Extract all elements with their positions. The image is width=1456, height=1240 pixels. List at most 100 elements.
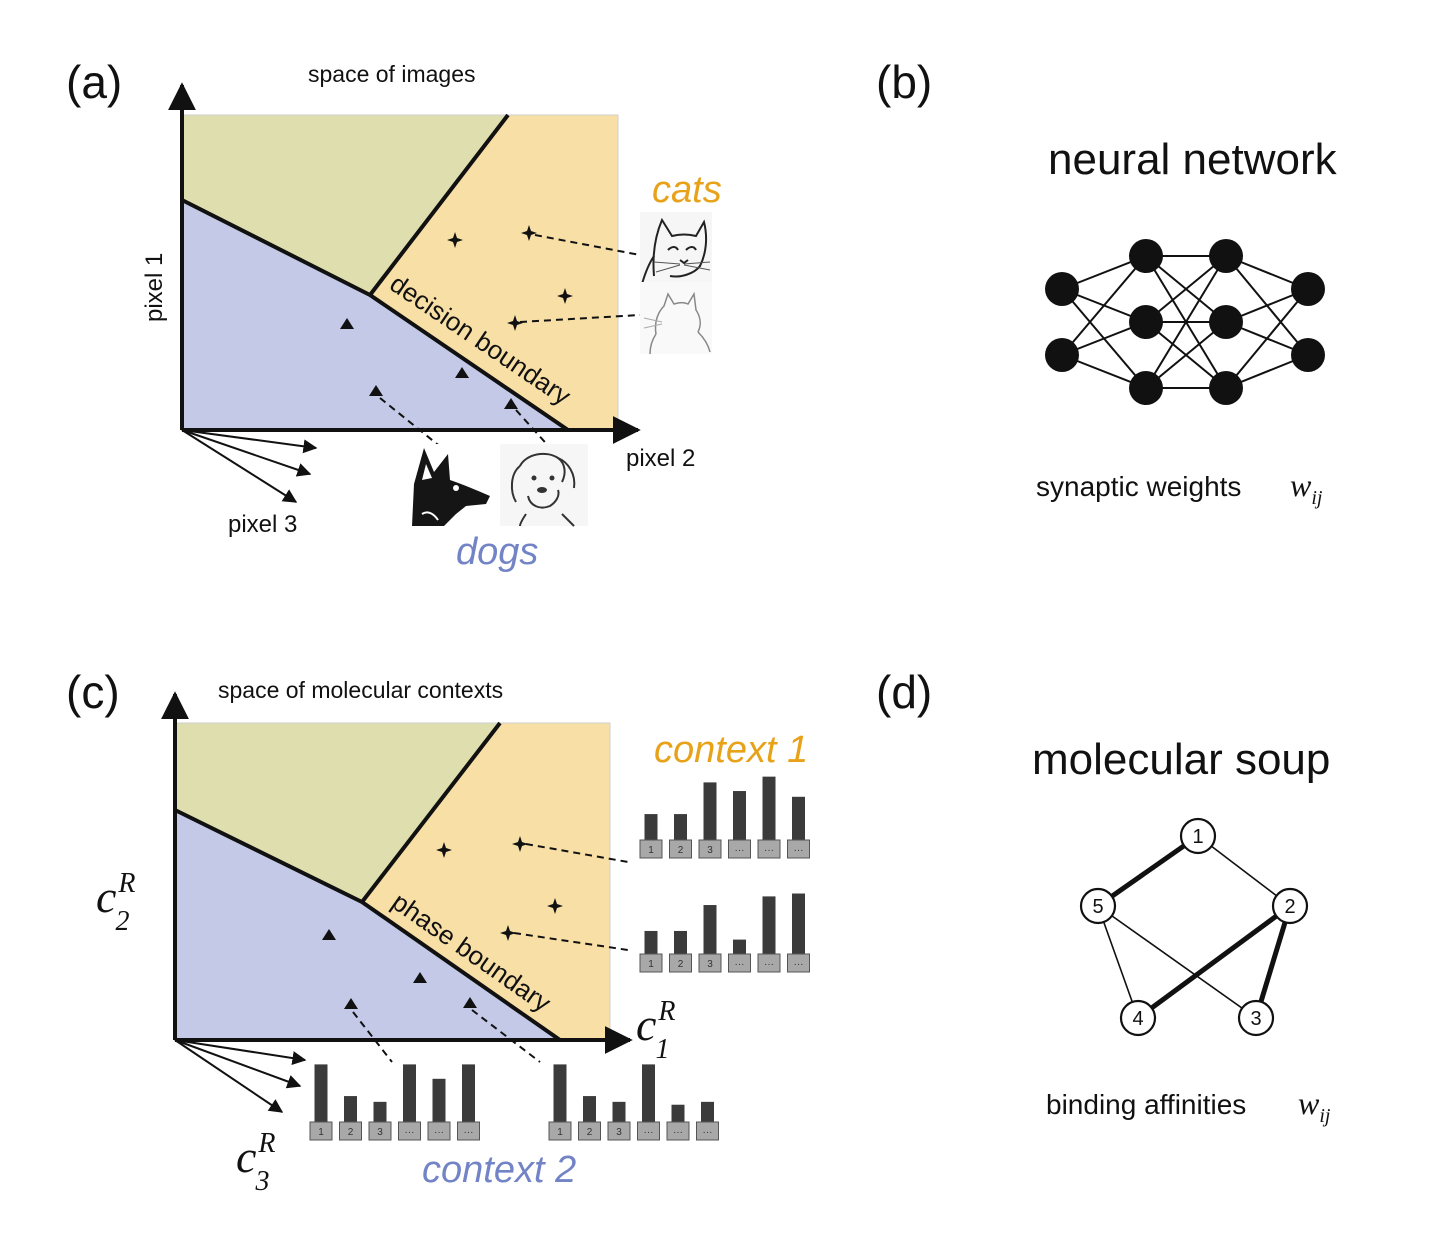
histogram-species-label: ···: [434, 1127, 444, 1138]
context-1-points: [436, 836, 563, 941]
star-marker: [500, 925, 516, 941]
star-marker: [512, 836, 528, 852]
binding-affinities-label: binding affinities: [1046, 1089, 1246, 1120]
histogram-bar: [674, 930, 687, 954]
histogram-species-box: [639, 953, 663, 973]
histogram-species-box: [669, 953, 692, 973]
decision-boundary-line: [368, 293, 570, 432]
histogram-species-label: ···: [703, 1127, 713, 1138]
leader-line: [534, 234, 641, 256]
star-marker: [547, 898, 563, 914]
binding-edge: [1197, 835, 1291, 907]
neuron-node: [1129, 371, 1163, 405]
histogram-species-box: [696, 1121, 719, 1141]
axis-z-label: pixel 3: [228, 511, 297, 538]
neuron-node: [1291, 272, 1325, 306]
panel-d-title: molecular soup: [1032, 735, 1330, 784]
histogram-species-box: [787, 953, 810, 973]
axis-z-arrow-1: [174, 1039, 307, 1066]
panel-a: (a) space of images pixel 1 pixel 2 pixe…: [66, 56, 722, 573]
panel-b-title: neural network: [1048, 135, 1338, 184]
histogram-species-label: 3: [377, 1127, 383, 1138]
histogram-bar: [703, 782, 717, 840]
neuron-node: [1129, 305, 1163, 339]
cat-sketch-1: [640, 212, 712, 285]
histogram-species-box: [427, 1121, 451, 1141]
histogram-bar: [644, 814, 658, 840]
dog-sketch-1: [404, 444, 492, 526]
histogram-species-box: [757, 953, 781, 973]
histogram-species-label: ···: [735, 959, 745, 970]
histogram-bar: [344, 1096, 357, 1122]
region-orange: [362, 723, 610, 1040]
axis-z-arrow-3: [181, 429, 298, 503]
histogram-bar: [671, 1104, 685, 1122]
histogram-species-label: ···: [764, 845, 774, 856]
axis-z-arrow-3: [174, 1039, 284, 1113]
triangle-marker: [463, 997, 477, 1008]
histogram-species-label: 3: [707, 959, 713, 970]
histogram-species-box: [757, 839, 781, 859]
histogram-bar: [314, 1064, 328, 1122]
histogram-species-box: [309, 1121, 333, 1141]
histogram-species-box: [728, 839, 751, 859]
histogram-species-box: [698, 839, 722, 859]
histogram-species-label: 1: [648, 959, 654, 970]
region-green: [175, 723, 500, 902]
leader-line: [352, 1011, 393, 1063]
boundary-line-left: [174, 808, 363, 904]
neuron-node: [1129, 239, 1163, 273]
triangle-marker: [369, 385, 383, 396]
histogram-bar: [583, 1096, 596, 1122]
region-blue: [175, 810, 560, 1040]
histogram-species-label: 1: [557, 1127, 563, 1138]
neuron-node: [1291, 338, 1325, 372]
histogram-species-box: [639, 839, 663, 859]
leader-line: [525, 843, 629, 863]
histogram-species-label: 3: [707, 845, 713, 856]
panel-b: (b) neural network synaptic weights wij: [876, 56, 1338, 509]
molecule-node: [1237, 999, 1275, 1037]
boundary-line-upper: [368, 113, 510, 297]
histogram-species-label: ···: [644, 1127, 654, 1138]
leader-line: [519, 314, 641, 323]
molecule-node-label: 1: [1192, 826, 1203, 848]
cat-sketch-2: [640, 282, 712, 355]
binding-edge: [1097, 905, 1257, 1019]
molecule-node-label: 4: [1132, 1008, 1143, 1030]
star-marker: [507, 315, 523, 331]
histogram-species-label: ···: [735, 845, 745, 856]
binding-edge: [1136, 903, 1292, 1021]
weights-symbol: wij: [1298, 1085, 1331, 1127]
panel-d-letter: (d): [876, 666, 932, 718]
class-label-cats: cats: [652, 169, 722, 211]
triangle-marker: [340, 318, 354, 329]
histogram-bar: [703, 905, 717, 954]
neuron-node: [1045, 338, 1079, 372]
histogram-species-box: [457, 1121, 480, 1141]
histogram-species-label: ···: [764, 959, 774, 970]
histogram-bar: [642, 1064, 655, 1122]
boundary-line-upper: [360, 721, 502, 904]
axis-y-label: pixel 1: [141, 253, 168, 322]
molecule-node: [1079, 887, 1117, 925]
leader-line: [513, 932, 629, 951]
molecule-node: [1119, 999, 1157, 1037]
weights-symbol: wij: [1290, 467, 1323, 509]
histogram-species-box: [607, 1121, 631, 1141]
panel-a-letter: (a): [66, 56, 122, 108]
axis-x-label: pixel 2: [626, 445, 695, 472]
histogram-bar: [432, 1078, 446, 1122]
neuron-node: [1209, 371, 1243, 405]
star-marker: [521, 225, 537, 241]
synapse-edge: [1145, 255, 1227, 323]
histogram-species-box: [728, 953, 751, 973]
boundary-line-left: [181, 198, 371, 297]
axis-z-arrow-2: [174, 1039, 302, 1089]
molecule-node: [1179, 817, 1217, 855]
